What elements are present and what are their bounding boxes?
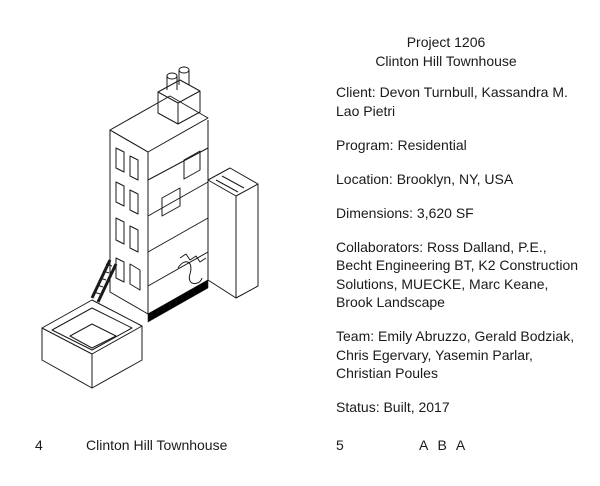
client-line: Client: Devon Turnbull, Kassandra M. Lao… [336,84,568,119]
left-page-number: 4 [35,437,43,453]
axonometric-section-drawing [41,66,259,389]
project-number: Project 1206 [406,34,486,50]
status-line: Status: Built, 2017 [336,399,450,415]
dimensions-line: Dimensions: 3,620 SF [336,204,474,221]
collaborators-line: Collaborators: Ross Dalland, P.E., Becht… [336,238,579,311]
right-running-title: A B A [419,437,469,453]
project-name: Clinton Hill Townhouse [375,53,517,69]
program-line: Program: Residential [336,136,467,153]
project-title-block: Project 1206 Clinton Hill Townhouse [336,33,556,71]
left-running-title: Clinton Hill Townhouse [86,437,228,453]
team-line: Team: Emily Abruzzo, Gerald Bodziak, Chr… [336,328,575,381]
right-page-number: 5 [336,437,344,453]
project-info-list: Client: Devon Turnbull, Kassandra M. Lao… [336,83,586,432]
location-line: Location: Brooklyn, NY, USA [336,170,514,187]
